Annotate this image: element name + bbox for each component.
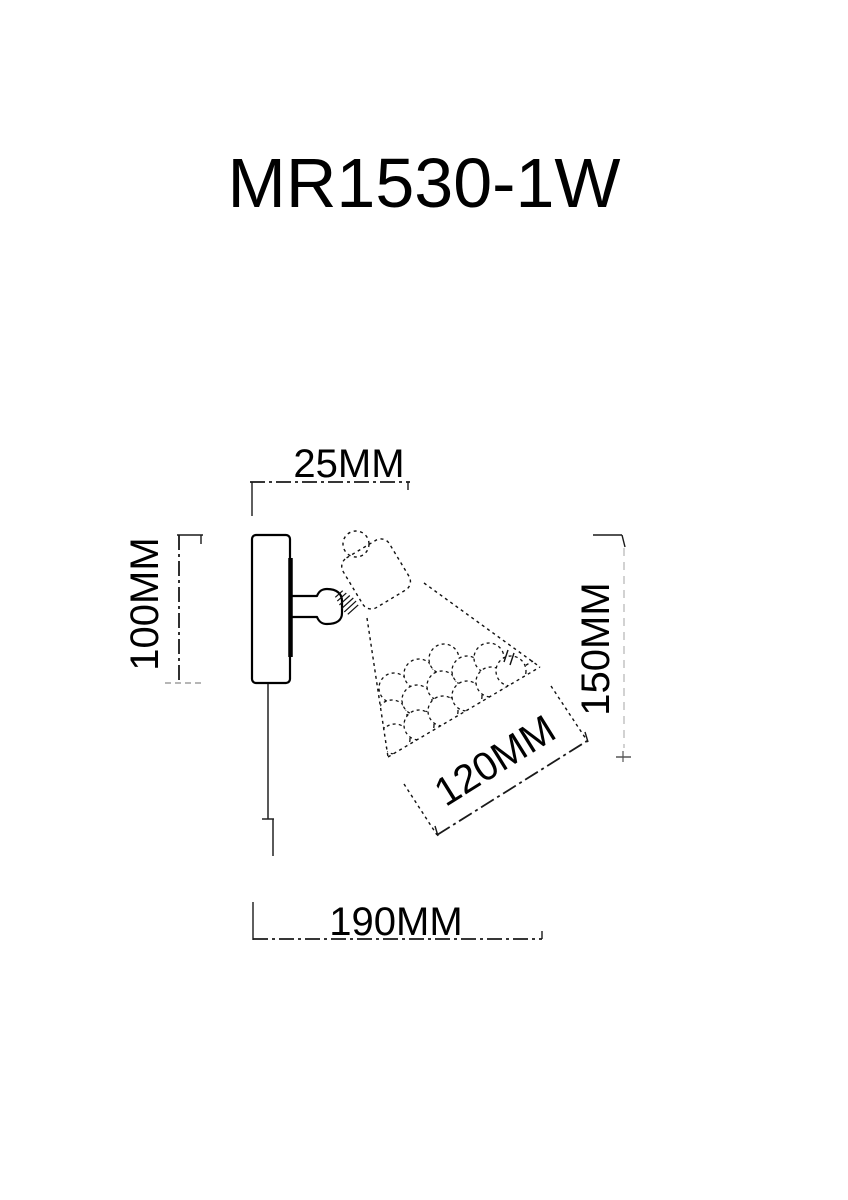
wall-plate [250, 533, 293, 685]
dimension-label-120mm: 120MM [427, 707, 563, 815]
rim-clip-detail [503, 649, 515, 666]
dimension-total-width: 190MM [252, 900, 543, 944]
pull-cord-switch [262, 684, 274, 856]
dimension-plate-depth: 25MM [250, 442, 410, 516]
dimension-label-150mm: 150MM [574, 582, 618, 715]
product-model-title: MR1530-1W [228, 144, 621, 222]
dimension-plate-height: 100MM [123, 534, 203, 684]
dimension-label-100mm: 100MM [123, 537, 167, 670]
mounting-arm [291, 587, 344, 626]
honeycomb-scales [376, 642, 527, 755]
dimension-label-25mm: 25MM [293, 442, 404, 486]
dimension-total-height: 150MM [574, 534, 631, 762]
adjust-knob [342, 530, 370, 558]
lamp-shade [366, 582, 541, 758]
shade-left-edge [366, 617, 389, 758]
lamp-socket [341, 538, 412, 610]
swivel-joint [334, 590, 359, 615]
dimension-label-190mm: 190MM [329, 900, 462, 944]
shade-top-edge [423, 582, 541, 668]
lamp-head [341, 530, 412, 610]
